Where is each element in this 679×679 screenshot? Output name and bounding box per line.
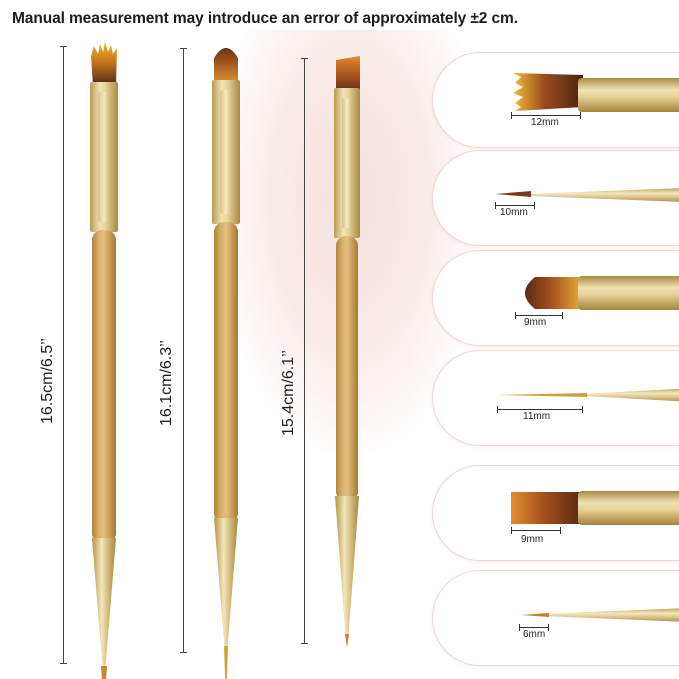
length-label-brush-2: 16.1cm/6.3’’: [158, 340, 175, 426]
bristle-size-label: 6mm: [523, 629, 546, 640]
closeup-panel-2: 10mm: [432, 150, 679, 246]
liner-cone: [583, 387, 679, 403]
bamboo-handle: [214, 222, 238, 520]
bristle-size-label: 11mm: [523, 411, 551, 422]
closeup-panel-5: 9mm: [432, 465, 679, 561]
liner-bristles-icon: [497, 393, 587, 397]
bristle-size-label: 9mm: [524, 317, 547, 328]
bristle-size-label: 12mm: [531, 117, 559, 128]
liner-tip-icon: [345, 634, 349, 646]
gold-ferrule: [578, 276, 679, 310]
liner-bristles-icon: [521, 613, 549, 617]
closeup-panel-6: 6mm: [432, 570, 679, 666]
oval-bristles-icon: [525, 277, 581, 309]
ombre-bristles-icon: [513, 73, 583, 111]
bristle-size-label: 9mm: [521, 534, 544, 545]
oval-bristles-icon: [214, 48, 238, 84]
gold-ferrule: [578, 78, 679, 112]
bristle-size-label: 10mm: [500, 207, 528, 218]
liner-cone: [528, 187, 679, 203]
closeup-panel-3: 9mm: [432, 250, 679, 346]
gold-ferrule: [578, 491, 679, 525]
liner-bristles-icon: [495, 191, 531, 197]
length-label-brush-1: 16.5cm/6.5’’: [39, 338, 56, 424]
measurement-disclaimer: Manual measurement may introduce an erro…: [12, 10, 518, 27]
ombre-bristles-icon: [511, 492, 581, 524]
length-label-brush-3: 15.4cm/6.1’’: [280, 350, 297, 436]
bamboo-handle: [336, 236, 358, 498]
closeup-panel-1: 12mm: [432, 52, 679, 148]
ombre-bristles-icon: [91, 42, 117, 86]
liner-tip-icon: [224, 646, 228, 679]
closeup-panel-4: 11mm: [432, 350, 679, 446]
flat-bristles-icon: [336, 56, 360, 92]
bamboo-handle: [92, 230, 116, 540]
liner-cone: [543, 607, 679, 623]
liner-tip-icon: [101, 666, 107, 679]
